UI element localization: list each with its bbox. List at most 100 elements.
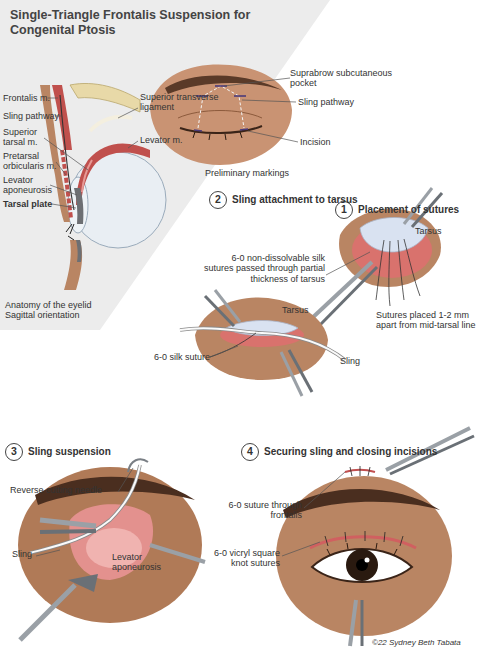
crease-incision: [310, 537, 416, 548]
suture-knot: [350, 467, 352, 476]
iris: [346, 549, 378, 581]
callout-number: 3: [6, 444, 22, 459]
suture-knot: [345, 532, 346, 542]
part-label: Sling: [340, 356, 380, 366]
part-label: Sling pathway: [3, 111, 63, 121]
orbicularis-muscle: [62, 150, 71, 218]
forceps: [361, 600, 364, 646]
note-label: 6-0 vicryl square knot sutures: [200, 548, 280, 569]
forceps: [281, 352, 302, 396]
diagram-title: Single-Triangle Frontalis Suspension for…: [10, 8, 275, 38]
sling: [30, 465, 140, 553]
forceps: [150, 545, 205, 562]
transverse-ligament: [90, 117, 132, 131]
leader-line: [52, 204, 76, 208]
lid-crease: [178, 111, 262, 119]
leader-line: [128, 141, 138, 148]
eyelash: [394, 549, 397, 555]
highlight: [365, 558, 370, 563]
eye-opening: [312, 549, 412, 582]
callout-number: 4: [242, 444, 258, 459]
tarsal-plate: [74, 188, 83, 224]
leader-line: [36, 550, 60, 556]
part-label: Frontalis m.: [3, 93, 63, 103]
leader-line: [282, 542, 320, 556]
incision-marking: [240, 129, 248, 130]
face-skin: [150, 64, 292, 165]
eyelash: [68, 236, 74, 240]
part-label: Superior tarsal m.: [3, 127, 48, 148]
silk-suture: [398, 240, 404, 300]
suture-knot: [365, 531, 366, 541]
signature: ©22 Sydney Beth Tabata: [372, 638, 482, 647]
eyelash: [209, 134, 210, 140]
suture-knot: [400, 536, 403, 546]
part-label: Tarsus: [282, 305, 322, 315]
part-label: Tarsal plate: [3, 199, 63, 209]
suture-knot: [384, 532, 385, 542]
step-number-circle: 2Sling attachment to tarsus: [209, 191, 227, 209]
leader-line: [248, 131, 298, 142]
leader-line: [118, 108, 138, 118]
part-label: Incision: [300, 137, 360, 147]
part-label: Levator aponeurosis: [3, 175, 53, 196]
note-label: 6-0 non-dissolvable silk sutures passed …: [200, 253, 325, 284]
leader-line: [326, 252, 370, 275]
part-label: Suprabrow subcutaneous pocket: [290, 68, 402, 89]
background-panel: [0, 0, 330, 330]
needle-holder: [318, 267, 377, 327]
lower-tarsus: [76, 240, 82, 262]
silk-suture: [210, 333, 256, 357]
eyelash: [240, 132, 242, 138]
leader-line: [304, 472, 345, 508]
eyebrow: [283, 489, 440, 518]
part-label: Superior transverse ligament: [140, 92, 220, 113]
step-number-circle: 3Sling suspension: [5, 443, 23, 461]
step-heading: Sling suspension: [28, 446, 111, 457]
part-label: Reverse cutting needle: [10, 485, 120, 495]
silk-suture: [404, 239, 420, 296]
eyelash: [376, 543, 377, 549]
suture-knot: [368, 467, 370, 476]
silk-suture: [389, 241, 390, 306]
part-label: Preliminary markings: [205, 168, 305, 178]
orbital-rim: [70, 83, 140, 112]
note-label: Sutures placed 1-2 mm apart from mid-tar…: [376, 310, 484, 331]
part-label: Pretarsal orbicularis m.: [3, 151, 61, 172]
panel-caption: Anatomy of the eyelid Sagittal orientati…: [5, 300, 105, 321]
incision-marking: [234, 95, 246, 97]
leader-line: [224, 78, 290, 86]
superior-tarsal-muscle: [82, 160, 92, 192]
suture-knot: [325, 536, 328, 546]
forceps: [40, 520, 96, 526]
part-label: Sling pathway: [298, 97, 378, 107]
part-label: Tarsus: [415, 226, 455, 236]
callout-number: 2: [210, 192, 226, 207]
sling-outline: [30, 465, 140, 553]
step-heading: Securing sling and closing incisions: [264, 446, 437, 457]
eyelash: [193, 132, 195, 138]
eyelash: [347, 543, 348, 549]
eyelash: [70, 224, 74, 234]
leader-line: [50, 185, 77, 195]
forceps: [350, 600, 356, 646]
retractor-blade: [68, 574, 98, 592]
part-label: Sling: [12, 549, 52, 559]
eyelash: [225, 134, 226, 140]
retractor: [20, 585, 75, 640]
note-label: 6-0 suture through frontalis: [222, 500, 302, 521]
leader-line: [56, 162, 66, 175]
leader-line: [210, 346, 238, 357]
face-skin: [276, 476, 452, 636]
lid-margin: [180, 126, 262, 133]
reverse-cutting-needle: [128, 459, 148, 472]
eyelash: [327, 549, 330, 555]
incision-marking: [194, 130, 202, 131]
part-label: 6-0 silk suture: [140, 352, 210, 362]
step-heading: Sling attachment to tarsus: [232, 194, 358, 205]
leader-line: [242, 100, 296, 102]
leader-line: [118, 468, 133, 492]
lower-lid: [64, 240, 82, 290]
